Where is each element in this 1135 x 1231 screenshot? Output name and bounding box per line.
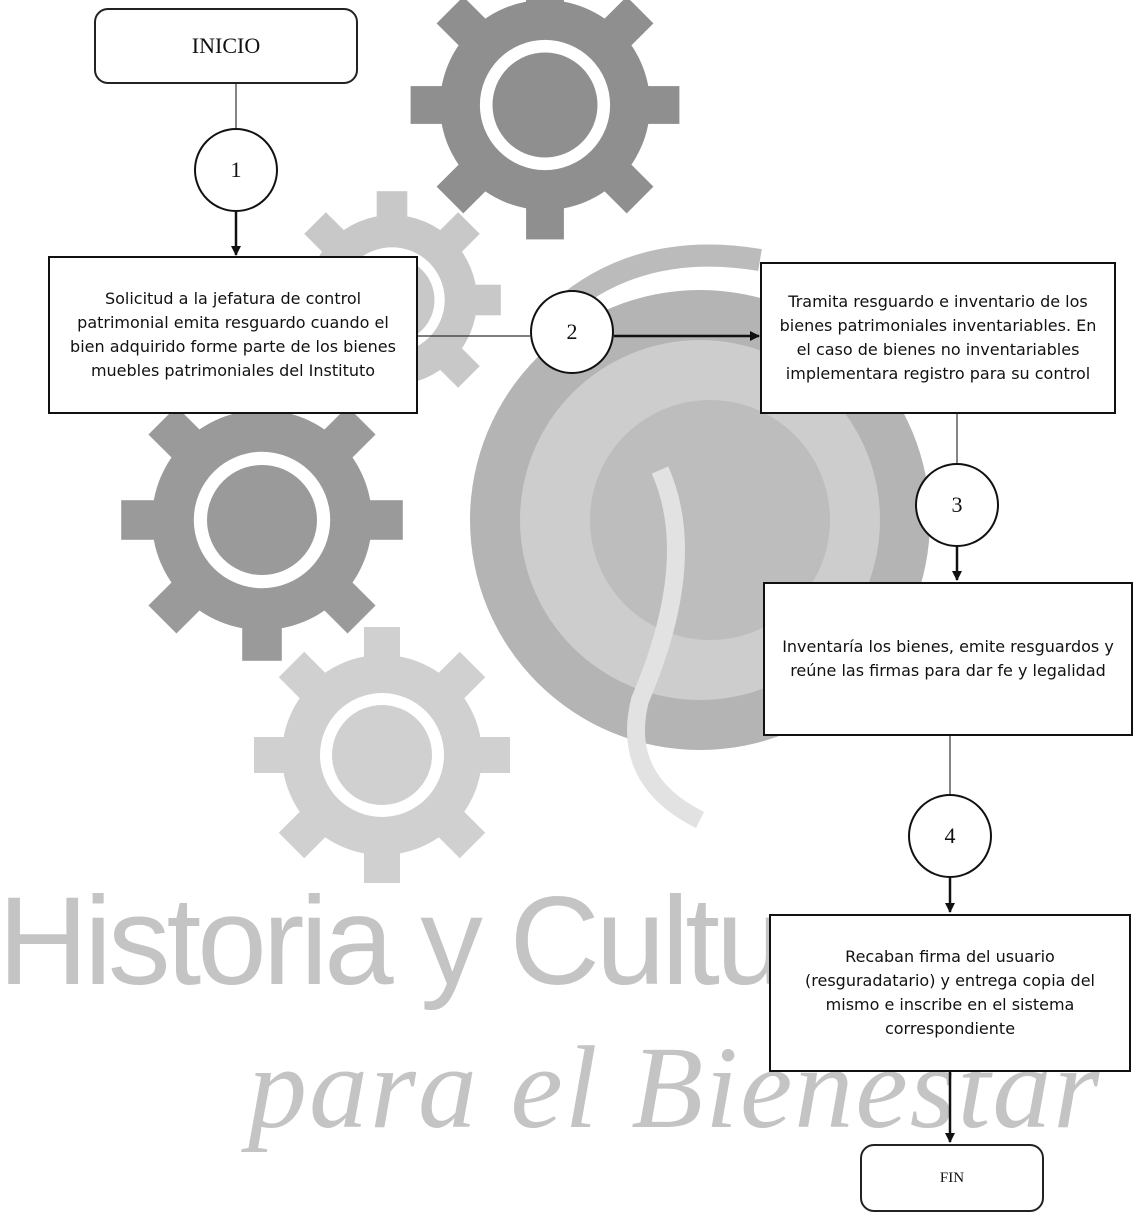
watermark-title: Historia y Cultu xyxy=(0,872,785,1011)
process-step-3: Inventaría los bienes, emite resguardos … xyxy=(763,582,1133,736)
connector-2: 2 xyxy=(530,290,614,374)
process-step-4: Recaban firma del usuario (resguradatari… xyxy=(769,914,1131,1072)
process-step-2: Tramita resguardo e inventario de los bi… xyxy=(760,262,1116,414)
connector-1: 1 xyxy=(194,128,278,212)
connector-3: 3 xyxy=(915,463,999,547)
process-step-1: Solicitud a la jefatura de control patri… xyxy=(48,256,418,414)
end-terminal: FIN xyxy=(860,1144,1044,1212)
connector-4: 4 xyxy=(908,794,992,878)
start-terminal: INICIO xyxy=(94,8,358,84)
